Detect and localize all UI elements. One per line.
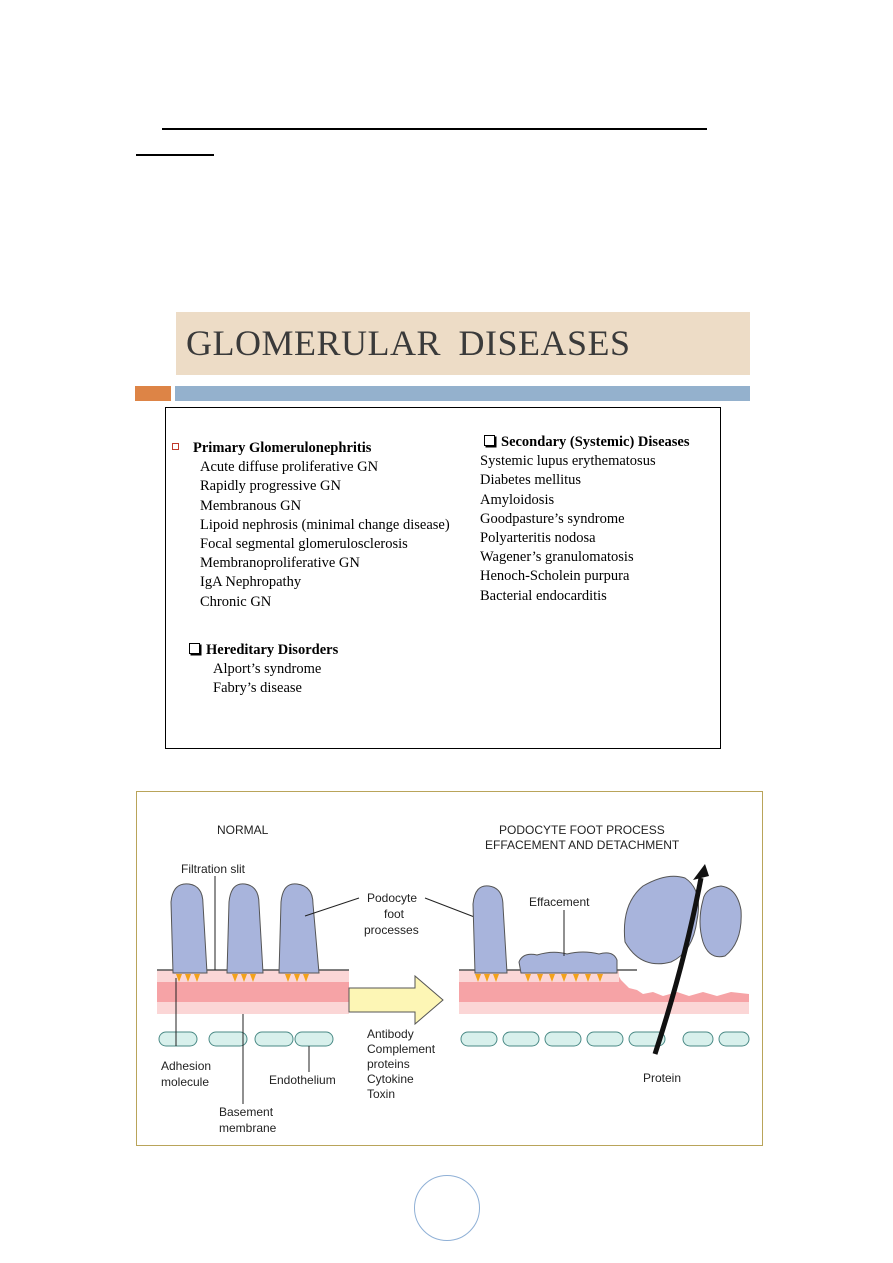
list-item: Henoch-Scholein purpura: [480, 568, 630, 585]
endothelium-left: [158, 1031, 334, 1047]
normal-title: NORMAL: [217, 823, 269, 837]
basement-membrane-lamina-left-2: [157, 1002, 349, 1014]
secondary-heading: Secondary (Systemic) Diseases: [501, 434, 690, 450]
protein-leak-arrow: [652, 877, 704, 1055]
square-bullet-icon: [172, 443, 179, 451]
list-item: Systemic lupus erythematosus: [480, 453, 656, 470]
podocyte-leader-right: [424, 897, 478, 919]
secondary-column: Secondary (Systemic) Diseases Systemic l…: [480, 433, 689, 606]
primary-heading-row: Primary Glomerulonephritis: [172, 439, 450, 458]
primary-list: Acute diffuse proliferative GN Rapidly p…: [172, 458, 450, 612]
basement-label-2: membrane: [219, 1121, 277, 1135]
podocyte-label-3: processes: [364, 923, 419, 937]
slide-title-band: [176, 312, 750, 375]
agent-label: Cytokine: [367, 1072, 414, 1086]
podocyte-label-1: Podocyte: [367, 891, 417, 905]
list-item: Polyarteritis nodosa: [480, 530, 596, 547]
podocyte-right-1: [472, 885, 508, 974]
adhesion-molecules-right: [475, 974, 603, 982]
podocyte-left-1: [170, 883, 208, 974]
adhesion-label-1: Adhesion: [161, 1059, 211, 1073]
hereditary-heading-row: Hereditary Disorders: [189, 641, 338, 660]
hereditary-column: Hereditary Disorders Alport’s syndrome F…: [189, 641, 338, 699]
agent-label: Complement: [367, 1042, 436, 1056]
podocyte-left-2: [226, 883, 264, 974]
checkbox-bullet-icon: [484, 435, 495, 447]
accent-bar-orange: [135, 386, 171, 401]
agent-label: Toxin: [367, 1087, 395, 1101]
primary-column: Primary Glomerulonephritis Acute diffuse…: [172, 439, 450, 612]
list-item: Focal segmental glomerulosclerosis: [200, 536, 408, 553]
list-item: Wagener’s granulomatosis: [480, 549, 634, 566]
filtration-slit-label: Filtration slit: [181, 862, 246, 876]
endothelium-label: Endothelium: [269, 1073, 336, 1087]
list-item: Membranoproliferative GN: [200, 555, 360, 572]
right-title-line1: PODOCYTE FOOT PROCESS: [499, 823, 665, 837]
list-item: Amyloidosis: [480, 491, 555, 508]
agent-label: proteins: [367, 1057, 410, 1071]
slide-content-box: Primary Glomerulonephritis Acute diffuse…: [165, 407, 721, 749]
list-item: Diabetes mellitus: [480, 472, 582, 489]
hereditary-heading: Hereditary Disorders: [206, 642, 339, 658]
secondary-list: Systemic lupus erythematosus Diabetes me…: [480, 452, 689, 606]
podocyte-detached-2: [699, 885, 742, 958]
list-item: Alport’s syndrome: [213, 661, 322, 678]
agent-label: Antibody: [367, 1027, 414, 1041]
list-item: Rapidly progressive GN: [200, 478, 341, 495]
checkbox-bullet-icon: [189, 643, 200, 655]
effacement-label: Effacement: [529, 895, 590, 909]
podocyte-effaced: [518, 951, 618, 974]
basement-label-1: Basement: [219, 1105, 274, 1119]
protein-label: Protein: [643, 1071, 681, 1085]
podocyte-left-3: [278, 883, 320, 974]
list-item: Fabry’s disease: [213, 680, 302, 697]
list-item: Goodpasture’s syndrome: [480, 510, 625, 527]
adhesion-label-2: molecule: [161, 1075, 209, 1089]
protein-arrowhead-icon: [693, 864, 709, 880]
endothelium-right: [460, 1031, 750, 1047]
secondary-heading-row: Secondary (Systemic) Diseases: [480, 433, 689, 452]
slide-title: GLOMERULAR DISEASES: [186, 323, 631, 363]
podocyte-label-2: foot: [384, 907, 405, 921]
right-title-line2: EFFACEMENT AND DETACHMENT: [485, 838, 680, 852]
transition-arrow-icon: [348, 974, 444, 1026]
list-item: Chronic GN: [200, 593, 272, 610]
list-item: Bacterial endocarditis: [480, 587, 607, 604]
list-item: IgA Nephropathy: [200, 574, 302, 591]
accent-bar-blue: [175, 386, 750, 401]
list-item: Acute diffuse proliferative GN: [200, 459, 379, 476]
page-number-circle: [414, 1175, 480, 1241]
list-item: Membranous GN: [200, 497, 302, 514]
podocyte-leader-left: [304, 897, 360, 917]
podocyte-diagram: NORMAL PODOCYTE FOOT PROCESS EFFACEMENT …: [157, 823, 750, 1135]
basement-membrane-lamina-right-2: [459, 1002, 749, 1014]
primary-heading: Primary Glomerulonephritis: [193, 440, 372, 456]
list-item: Lipoid nephrosis (minimal change disease…: [200, 516, 450, 533]
podocyte-figure: NORMAL PODOCYTE FOOT PROCESS EFFACEMENT …: [136, 791, 763, 1146]
header-underline-short: [136, 154, 214, 156]
hereditary-list: Alport’s syndrome Fabry’s disease: [189, 660, 338, 698]
header-underline: [162, 128, 707, 130]
adhesion-molecules-left: [176, 974, 309, 982]
